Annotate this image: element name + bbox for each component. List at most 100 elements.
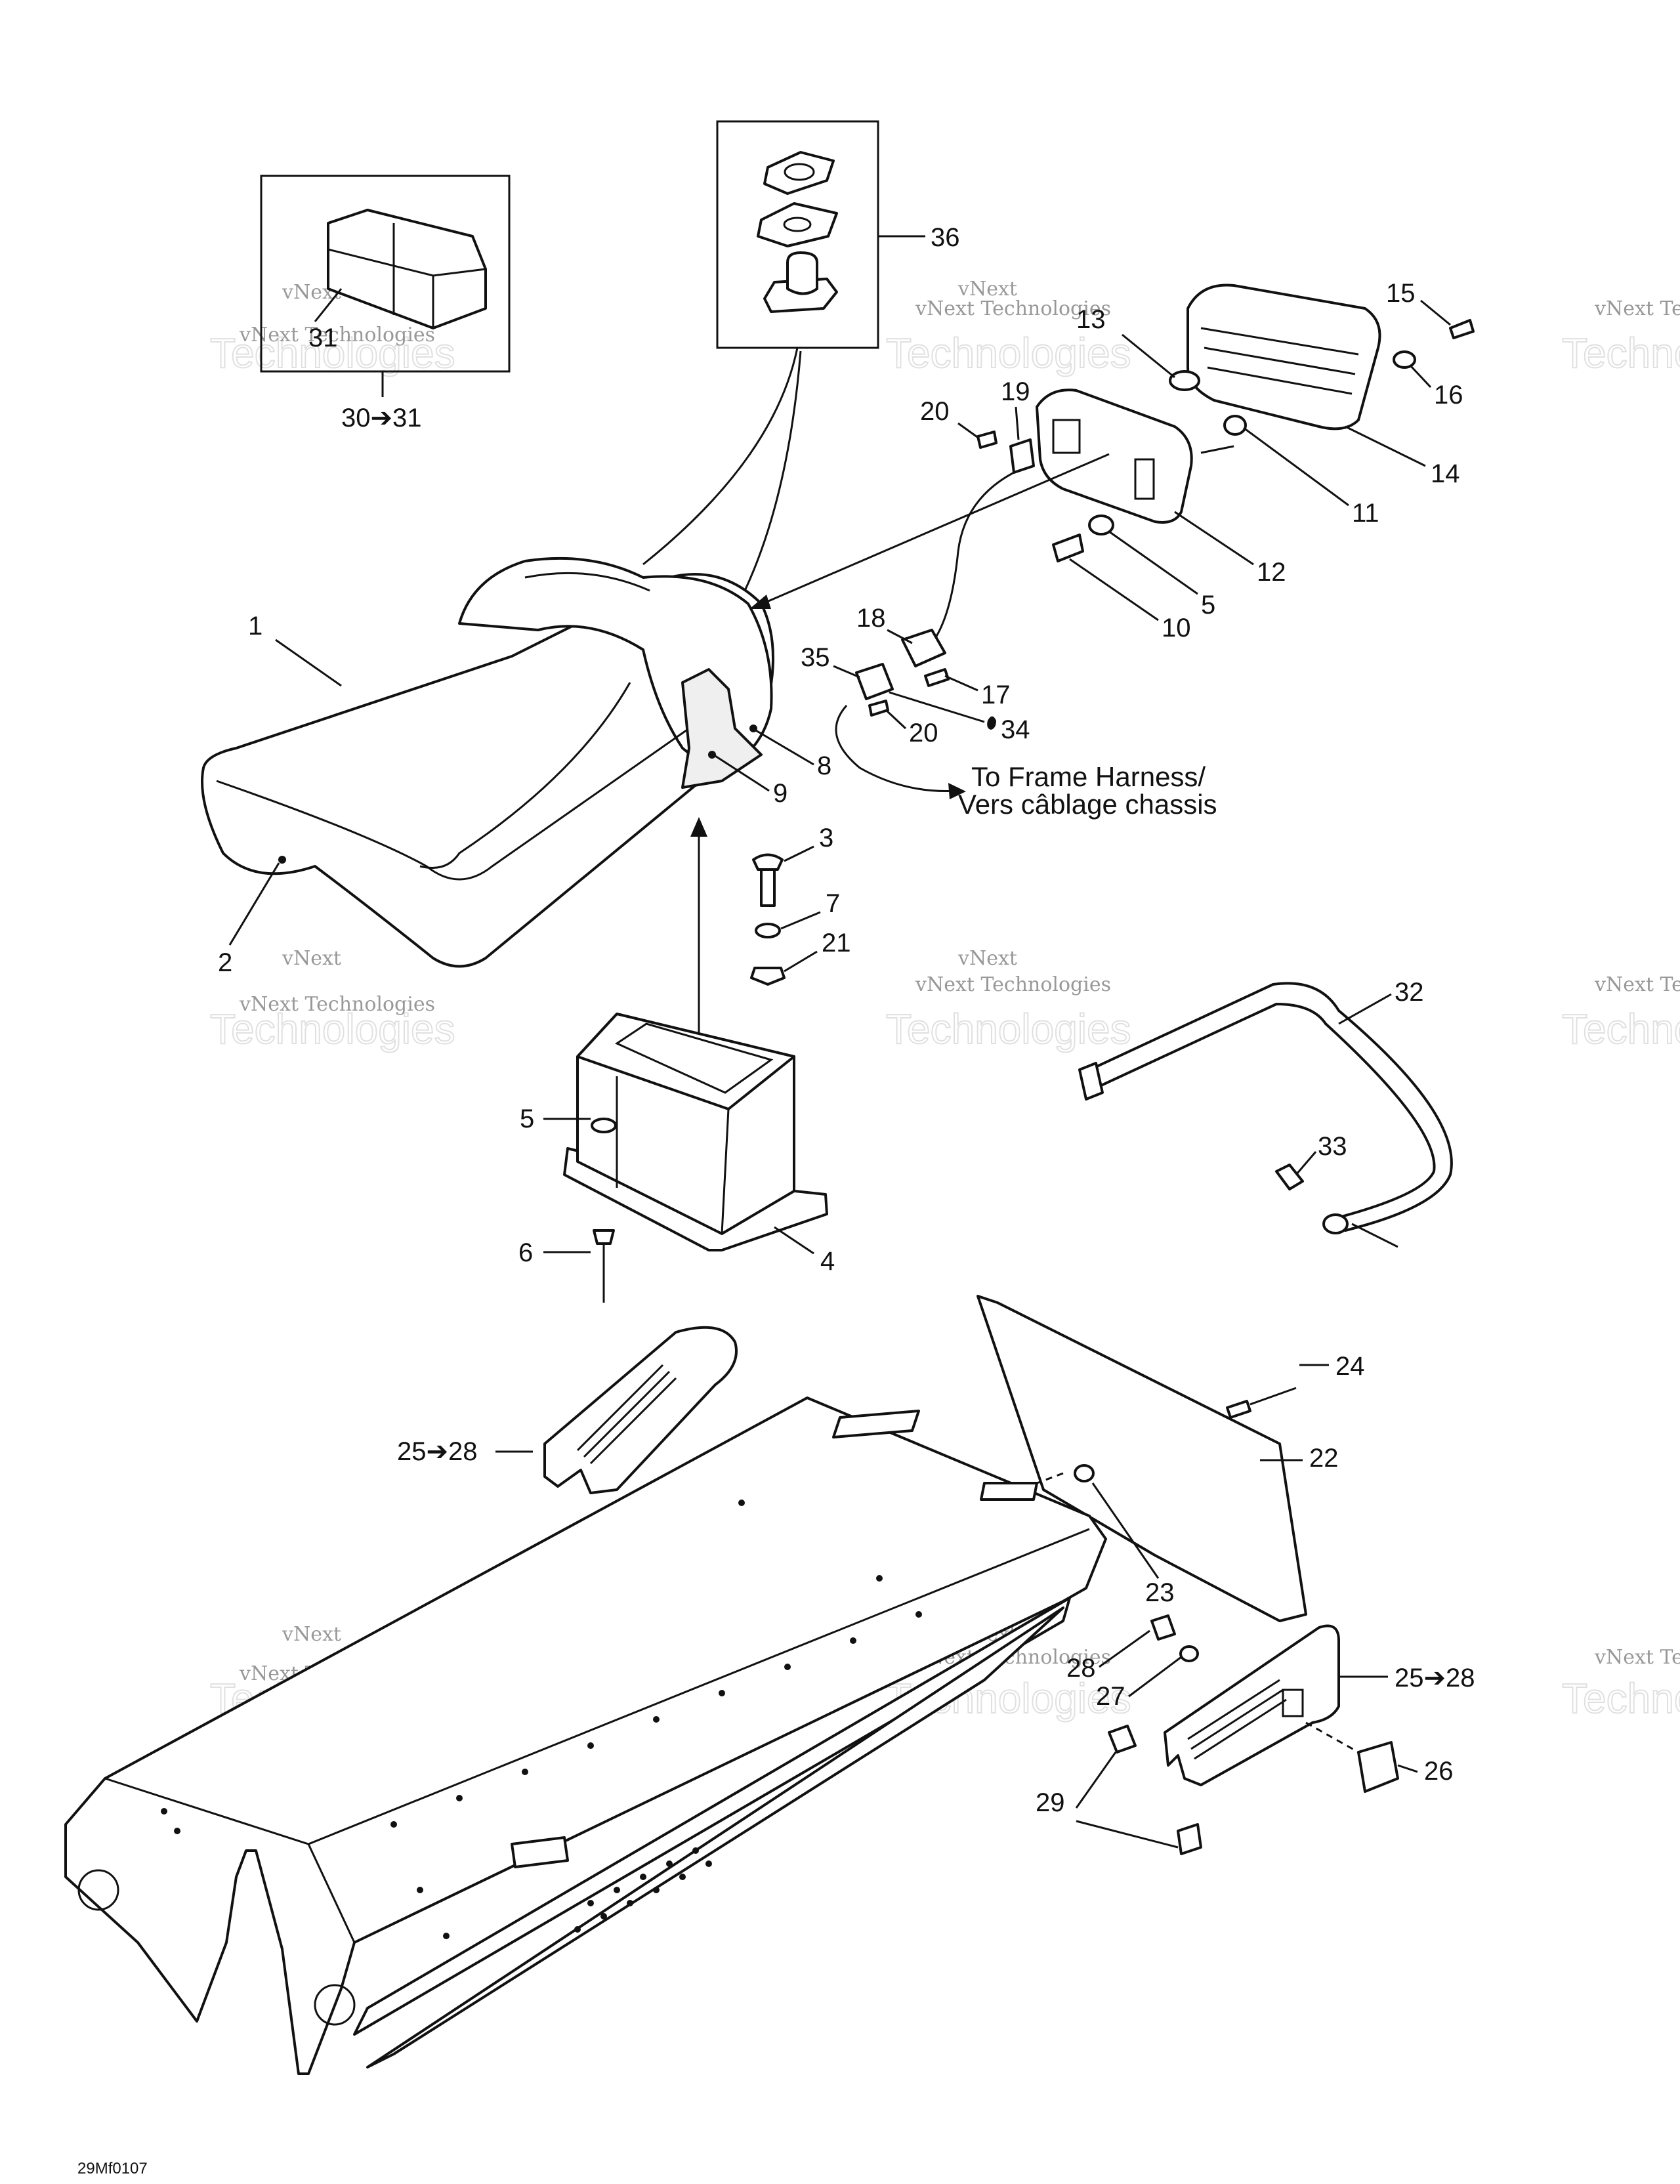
washer-23: [1074, 1464, 1095, 1482]
callout-9: 9: [773, 779, 788, 808]
rivet-24: [1226, 1400, 1251, 1419]
callout-25-28: 25➔28: [1395, 1664, 1475, 1692]
snow-flap-panel: [976, 1295, 1307, 1622]
callout-11: 11: [1352, 499, 1379, 528]
taillight-housing: [1036, 388, 1193, 524]
callout-10: 10: [1162, 614, 1191, 642]
seat-edge: [216, 727, 690, 881]
washer-7: [755, 923, 781, 938]
watermark-big: Technologies: [1562, 1005, 1680, 1053]
storage-box: [563, 1013, 828, 1303]
harness-arrow: [835, 705, 959, 793]
bulb: [1169, 370, 1200, 391]
connector-35: [855, 663, 894, 700]
protector-right-grille: [1187, 1679, 1287, 1760]
taillight-socket-window: [1052, 419, 1081, 454]
callout-12: 12: [1257, 558, 1286, 587]
grab-handle-mount: [1078, 1062, 1104, 1101]
latch-plate: [757, 202, 838, 247]
callout-19: 19: [1001, 377, 1030, 406]
reflector-26: [1357, 1741, 1399, 1793]
watermark-big: Technologies: [886, 1005, 1131, 1053]
watermark-brand: vNext: [957, 278, 1017, 301]
callout-31: 31: [308, 324, 338, 352]
callout-35: 35: [801, 643, 830, 672]
grab-handle-end: [1322, 1213, 1349, 1234]
watermark-brand: vNext: [282, 947, 341, 970]
watermark-big: Technologies: [1562, 329, 1680, 377]
callout-34: 34: [1001, 715, 1030, 744]
figure-code: 29Mf0107: [77, 2160, 148, 2177]
watermark-text: vNext Technologies: [1594, 1646, 1680, 1669]
watermark-text: vNext Technologies: [239, 993, 435, 1016]
nut-21: [750, 967, 786, 986]
protector-left: [543, 1326, 738, 1494]
connector-19: [1009, 438, 1035, 474]
callout-16: 16: [1434, 381, 1463, 410]
seat-seam: [524, 572, 650, 592]
callout-20: 20: [909, 719, 938, 747]
frame-slot-3: [511, 1836, 569, 1868]
callout-22: 22: [1309, 1444, 1339, 1473]
screw-29b: [1177, 1823, 1202, 1855]
running-board: [366, 1606, 1064, 2068]
callout-26: 26: [1424, 1757, 1454, 1786]
callout-8: 8: [817, 751, 831, 780]
frame-slot-2: [980, 1482, 1038, 1501]
frame-corner: [307, 1843, 356, 1943]
callout-29: 29: [1036, 1788, 1065, 1817]
callout-2: 2: [218, 948, 232, 977]
callout-33: 33: [1318, 1132, 1347, 1161]
grommet: [1223, 415, 1247, 436]
washer-16: [1393, 350, 1416, 369]
protector-left-grille: [576, 1364, 677, 1465]
screw-15: [1449, 319, 1475, 339]
rear-frame: [64, 1396, 1107, 2075]
callout-18: 18: [856, 604, 886, 633]
watermark-text: vNext Technologies: [1594, 973, 1680, 996]
callout-24: 24: [1335, 1352, 1365, 1381]
seat-assembly: [201, 556, 774, 968]
taillight-assembly: [855, 284, 1475, 730]
callout-25-28: 25➔28: [397, 1437, 478, 1466]
harness-note-line1: To Frame Harness/: [971, 761, 1206, 792]
harness-note-line2: Vers câblage chassis: [958, 789, 1217, 820]
callout-14: 14: [1431, 459, 1460, 488]
arrow-36-to-seat-2: [734, 350, 802, 611]
drop-34: [987, 716, 996, 730]
frame-slot-1: [832, 1410, 920, 1438]
taillight-slot: [1134, 458, 1155, 500]
wire-harness: [931, 471, 1015, 644]
protector-right-body: [1164, 1624, 1340, 1786]
arrow-taillight-to-seat: [754, 453, 1110, 608]
terminal-17: [924, 668, 950, 687]
callout-21: 21: [822, 929, 851, 957]
screw-10: [1052, 534, 1084, 562]
callout-27: 27: [1096, 1682, 1125, 1711]
screw-29a: [1108, 1725, 1137, 1754]
callout-30: 30➔31: [341, 404, 422, 432]
bolt-33: [1275, 1164, 1304, 1190]
frame-body: [64, 1396, 1107, 2075]
callout-4: 4: [820, 1247, 835, 1276]
frame-rail: [353, 1597, 1071, 2036]
seat-piping: [419, 682, 631, 869]
protector-right-window: [1282, 1689, 1304, 1717]
latch-gasket: [763, 151, 835, 195]
callout-32: 32: [1395, 978, 1424, 1007]
callout-7: 7: [826, 889, 840, 918]
frame-rivets: [161, 1500, 922, 1939]
watermark-text: vNext Technologies: [915, 973, 1111, 996]
running-board-holes: [574, 1847, 712, 1933]
watermark-brand: vNext: [957, 947, 1017, 970]
watermark-text: vNext Technologies: [1594, 297, 1680, 320]
callout-3: 3: [819, 824, 833, 852]
seat-hardware: [750, 853, 786, 986]
inset-box: [260, 175, 511, 373]
watermark-big: Technologies: [210, 329, 455, 377]
callout-28: 28: [1066, 1654, 1096, 1683]
connector-18: [901, 629, 946, 667]
grab-handle-bar: [1082, 982, 1453, 1232]
callout-17: 17: [981, 681, 1011, 709]
watermark-brand: vNext: [282, 1623, 341, 1646]
